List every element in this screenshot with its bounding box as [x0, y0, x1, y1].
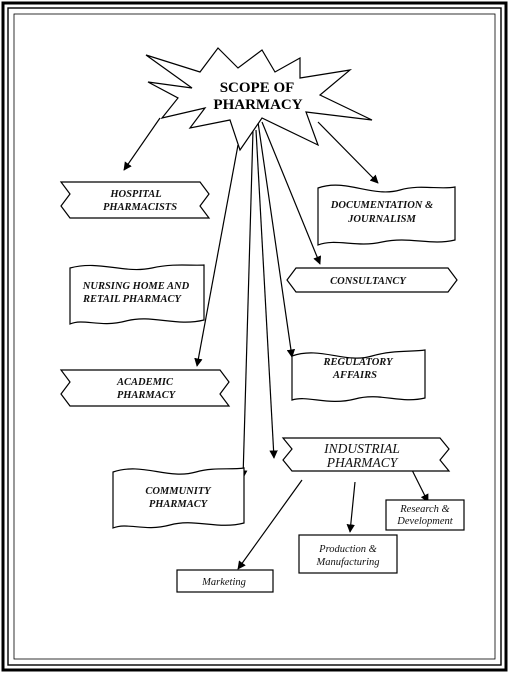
wave-banner-shape	[291, 349, 426, 402]
edge-root-hospital	[123, 117, 161, 171]
academic-line-2: PHARMACY	[117, 390, 177, 401]
academic-line-1: ACADEMIC	[116, 377, 174, 388]
hospital-line-2: PHARMACISTS	[103, 202, 177, 213]
nursing-line-1: NURSING HOME AND	[82, 281, 190, 292]
research-line-2: Development	[396, 516, 453, 527]
edge-industrial-marketing	[237, 479, 303, 570]
hospital-line-1: HOSPITAL	[109, 189, 161, 200]
documentation-line-1: DOCUMENTATION &	[330, 200, 434, 211]
edge-root-regulatory	[257, 121, 296, 358]
root-title-line-1: SCOPE OF	[220, 80, 295, 96]
edge-root-documentation	[317, 121, 379, 184]
edge-root-industrial	[255, 129, 278, 459]
node-production-manufacturing: Production & Manufacturing	[298, 534, 398, 574]
wave-banner-shape	[69, 264, 205, 325]
regulatory-line-2: AFFAIRS	[332, 370, 377, 381]
root-node-scope-of-pharmacy: SCOPE OF PHARMACY	[145, 47, 373, 152]
node-consultancy: CONSULTANCY	[286, 267, 458, 293]
node-regulatory-affairs: REGULATORY AFFAIRS	[291, 349, 426, 402]
production-line-1: Production &	[318, 544, 377, 555]
node-marketing: Marketing	[176, 569, 274, 593]
consultancy-line-1: CONSULTANCY	[330, 276, 407, 287]
wave-banner-shape	[112, 467, 245, 529]
zigzag-box-shape	[286, 267, 458, 293]
edge-industrial-research	[411, 469, 429, 503]
diagram-edges	[123, 117, 429, 570]
zigzag-box-shape	[281, 437, 451, 472]
documentation-line-2: JOURNALISM	[347, 214, 416, 225]
edge-root-community	[239, 129, 254, 479]
community-line-1: COMMUNITY	[145, 486, 212, 497]
marketing-line-1: Marketing	[201, 577, 246, 588]
community-line-2: PHARMACY	[149, 499, 209, 510]
node-industrial-pharmacy: INDUSTRIAL PHARMACY	[281, 437, 451, 472]
node-documentation-journalism: DOCUMENTATION & JOURNALISM	[317, 184, 456, 246]
nursing-line-2: RETAIL PHARMACY	[82, 294, 183, 305]
edge-industrial-production	[346, 481, 356, 533]
wave-banner-shape	[317, 184, 456, 246]
zigzag-box-shape	[59, 181, 211, 219]
starburst-shape	[145, 47, 373, 152]
box-shape	[385, 499, 465, 531]
box-shape	[176, 569, 274, 593]
research-line-1: Research &	[399, 504, 450, 515]
node-hospital-pharmacists: HOSPITAL PHARMACISTS	[59, 181, 211, 219]
regulatory-line-1: REGULATORY	[322, 357, 394, 368]
node-academic-pharmacy: ACADEMIC PHARMACY	[59, 369, 231, 407]
node-nursing-home-retail-pharmacy: NURSING HOME AND RETAIL PHARMACY	[69, 264, 205, 325]
edge-root-academic	[194, 144, 239, 367]
node-community-pharmacy: COMMUNITY PHARMACY	[112, 467, 245, 529]
industrial-line-2: PHARMACY	[326, 455, 399, 470]
production-line-2: Manufacturing	[316, 557, 380, 568]
industrial-line-1: INDUSTRIAL	[323, 441, 400, 456]
node-research-development: Research & Development	[385, 499, 465, 531]
edge-root-consultancy	[261, 121, 322, 265]
zigzag-box-shape	[59, 369, 231, 407]
box-shape	[298, 534, 398, 574]
root-title-line-2: PHARMACY	[213, 97, 302, 113]
